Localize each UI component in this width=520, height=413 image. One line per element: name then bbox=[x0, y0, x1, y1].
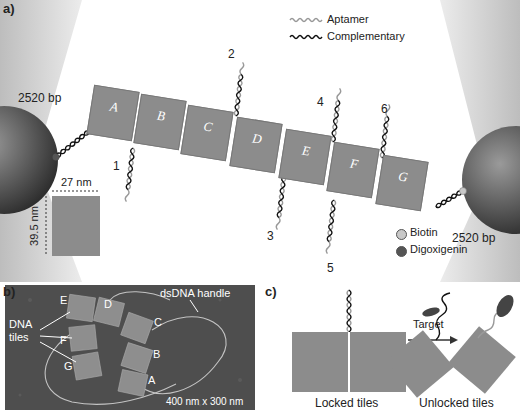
digoxigenin-end bbox=[53, 154, 60, 161]
scale-label: 400 nm x 300 nm bbox=[166, 396, 243, 408]
callout-number: 3 bbox=[267, 230, 274, 244]
callout-number: 2 bbox=[228, 48, 235, 62]
dimension-line bbox=[46, 196, 47, 256]
locked-strand bbox=[347, 290, 351, 332]
tile-seam bbox=[348, 332, 350, 392]
legend-swatch bbox=[396, 246, 407, 257]
afm-noise bbox=[19, 298, 243, 407]
dna-tile: C bbox=[180, 105, 233, 162]
biotin-end bbox=[460, 188, 467, 195]
annotation: DNA tiles bbox=[9, 318, 43, 343]
callout-number: 5 bbox=[327, 262, 334, 276]
dna-tile: B bbox=[133, 94, 186, 151]
afm-tiles bbox=[66, 294, 153, 396]
dimension-line bbox=[52, 191, 100, 192]
callout-number: 6 bbox=[381, 103, 388, 117]
dimension-label: 39.5 nm bbox=[28, 206, 41, 246]
bound-target bbox=[493, 292, 517, 320]
tile-letter: A bbox=[109, 99, 119, 116]
panel-label: a) bbox=[3, 2, 15, 17]
annotation: Target bbox=[413, 318, 444, 331]
tile-letter: B bbox=[153, 348, 160, 361]
bead bbox=[462, 126, 520, 234]
tile-letter: C bbox=[154, 316, 162, 329]
tile-letter: D bbox=[251, 130, 263, 147]
tile-letter: E bbox=[301, 143, 311, 160]
tile-scale bbox=[52, 196, 100, 256]
dsdna-handle bbox=[435, 190, 463, 209]
tile-letter: G bbox=[64, 360, 73, 373]
length-label: 2520 bp bbox=[18, 92, 61, 106]
legend-text: Biotin bbox=[410, 226, 438, 239]
annotation: Locked tiles bbox=[315, 397, 378, 411]
tile-letter: A bbox=[148, 374, 155, 387]
arrow-head bbox=[450, 336, 458, 344]
target-molecule bbox=[421, 306, 440, 318]
legend-text: Aptamer bbox=[327, 13, 369, 26]
panel-label: c) bbox=[265, 285, 277, 300]
callout-number: 1 bbox=[113, 160, 120, 174]
tile-letter: C bbox=[202, 118, 213, 135]
tile-letter: F bbox=[349, 156, 359, 173]
legend-swatch bbox=[396, 229, 407, 240]
unlocked-tile bbox=[386, 330, 454, 398]
aptamer-strands bbox=[124, 62, 390, 254]
dna-tile: D bbox=[229, 117, 282, 174]
tile-letter: F bbox=[60, 334, 67, 347]
legend-text: Digoxigenin bbox=[410, 243, 467, 256]
dna-tile: A bbox=[86, 85, 139, 142]
unlocked-tile bbox=[448, 326, 516, 394]
tile-letter: B bbox=[156, 108, 166, 125]
dna-tile: G bbox=[375, 155, 428, 212]
aptamer-sample bbox=[290, 19, 322, 22]
dna-tile: F bbox=[326, 142, 379, 199]
tile-letter: G bbox=[397, 168, 409, 185]
tile-letter: D bbox=[104, 298, 112, 311]
panel-label: b) bbox=[3, 285, 15, 300]
complementary-strand bbox=[436, 293, 450, 340]
leader-lines bbox=[40, 300, 198, 362]
callout-number: 4 bbox=[317, 96, 324, 110]
bead bbox=[0, 106, 58, 214]
annotation: Unlocked tiles bbox=[419, 397, 494, 411]
legend-text: Complementary bbox=[327, 30, 405, 43]
afm-dsdna bbox=[45, 292, 226, 405]
afm-image bbox=[5, 285, 255, 410]
complementary-sample bbox=[290, 36, 322, 39]
dna-tile: E bbox=[278, 129, 331, 186]
dimension-label: 27 nm bbox=[61, 176, 92, 189]
annotation: dsDNA handle bbox=[160, 287, 230, 300]
tile-letter: E bbox=[60, 294, 67, 307]
